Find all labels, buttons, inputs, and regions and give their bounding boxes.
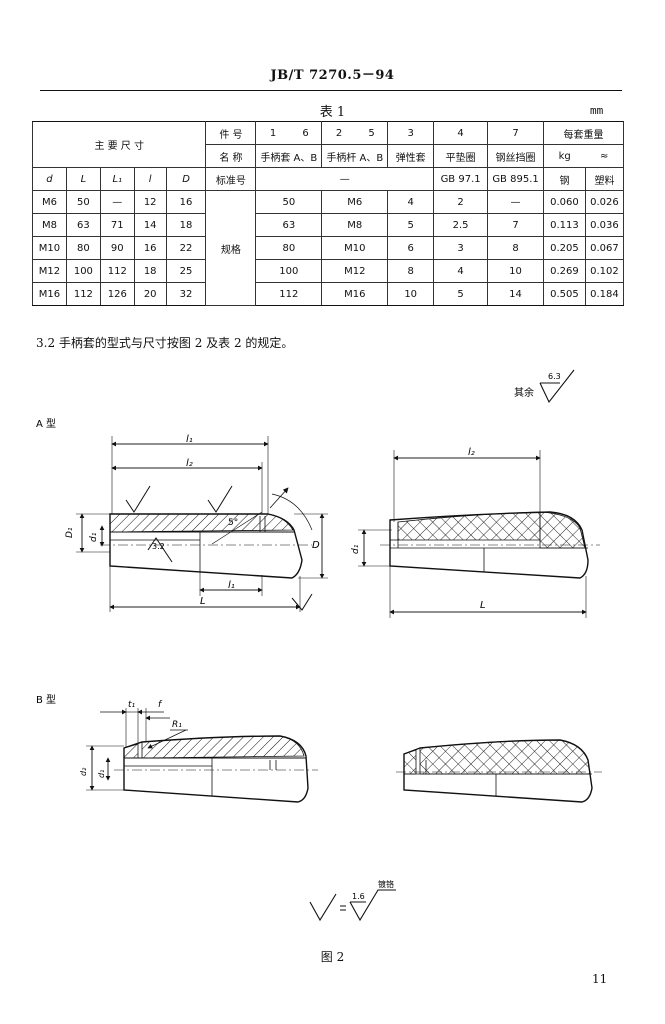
page-number: 11 xyxy=(592,972,608,986)
cell-p1: 80 xyxy=(255,236,323,260)
dim-f-label: f xyxy=(158,700,163,710)
cell-plastic: 0.036 xyxy=(584,213,625,237)
col-steel: 钢 xyxy=(543,167,586,191)
roughness-3-2-label: 3.2 xyxy=(152,542,165,551)
cell-d: M8 xyxy=(32,213,67,237)
chamfer-angle-label: 5° xyxy=(228,518,238,528)
part-no-4: 4 xyxy=(433,121,489,145)
cell-l: 12 xyxy=(133,190,167,214)
cell-p4: 4 xyxy=(433,259,489,283)
cell-l: 16 xyxy=(133,236,167,260)
cell-D: 32 xyxy=(165,282,207,306)
cell-d: M6 xyxy=(32,190,67,214)
header-rule xyxy=(40,90,622,91)
dim-l2-label: l₂ xyxy=(186,458,193,469)
cell-p7: 8 xyxy=(487,236,544,260)
cell-d: M16 xyxy=(32,282,67,306)
part-no-2: 2 xyxy=(321,121,356,145)
cell-plastic: 0.184 xyxy=(584,282,625,306)
type-a-label: A 型 xyxy=(36,417,56,430)
dim-l2-ext-label: l₂ xyxy=(468,447,475,458)
dim-l1-label: l₁ xyxy=(186,434,193,445)
part-no-7: 7 xyxy=(487,121,544,145)
type-a-section xyxy=(76,436,328,612)
cell-L1: 112 xyxy=(99,259,135,283)
dim-d1-label: d₁ xyxy=(89,532,99,542)
cell-plastic: 0.102 xyxy=(584,259,625,283)
name-handle-rod: 手柄杆 A、B xyxy=(321,144,389,168)
cell-p4: 5 xyxy=(433,282,489,306)
dim-d2-label: d₂ xyxy=(79,767,88,776)
dim-L-label: L xyxy=(200,596,206,607)
part-no-3: 3 xyxy=(387,121,435,145)
cell-L1: 126 xyxy=(99,282,135,306)
cell-L: 50 xyxy=(65,190,101,214)
type-a-exterior xyxy=(358,450,600,618)
table-row: M8 63 71 14 18 63 M8 5 2.5 7 0.113 0.036 xyxy=(32,213,625,237)
cell-p4: 2 xyxy=(433,190,489,214)
roughness-rest-value: 6.3 xyxy=(548,372,561,381)
cell-L1: 90 xyxy=(99,236,135,260)
table-unit: mm xyxy=(590,104,604,117)
std-gb97: GB 97.1 xyxy=(433,167,489,191)
legend-label: 镀铬 xyxy=(378,879,394,889)
type-b-label: B 型 xyxy=(36,693,56,706)
dim-R1-label: R₁ xyxy=(172,720,182,730)
dim-D1-label: D₁ xyxy=(65,527,75,538)
name-wire-ring: 钢丝挡圈 xyxy=(487,144,544,168)
col-D: D xyxy=(165,167,207,191)
cell-p7: 14 xyxy=(487,282,544,306)
std-gb895: GB 895.1 xyxy=(487,167,544,191)
std-label: 标准号 xyxy=(205,167,257,191)
cell-p3: 4 xyxy=(387,190,435,214)
table-row-part-no: 主 要 尺 寸 件 号 1 6 2 5 3 4 7 每套重量 xyxy=(31,121,624,168)
dim-d1-ext-label: d₁ xyxy=(351,544,361,554)
table-row: M16 112 126 20 32 112 M16 10 5 14 0.505 … xyxy=(32,282,625,306)
cell-D: 18 xyxy=(165,213,207,237)
roughness-rest-symbol: 其余 6.3 xyxy=(514,369,575,404)
roughness-rest-label: 其余 xyxy=(514,386,534,399)
roughness-legend xyxy=(309,889,396,922)
cell-l: 18 xyxy=(133,259,167,283)
table-row: M10 80 90 16 22 80 M10 6 3 8 0.205 0.067 xyxy=(32,236,625,260)
part-no-5: 5 xyxy=(355,121,389,145)
spec-label: 规格 xyxy=(205,190,257,306)
cell-L: 100 xyxy=(65,259,101,283)
part-no-label: 件 号 xyxy=(205,121,257,145)
type-b-section xyxy=(86,708,318,803)
dim-L-ext-label: L xyxy=(480,600,486,611)
cell-D: 25 xyxy=(165,259,207,283)
legend-value: 1.6 xyxy=(352,892,365,901)
cell-p1: 50 xyxy=(255,190,323,214)
table-row-std: d L L₁ l D 标准号 — GB 97.1 GB 895.1 钢 塑料 xyxy=(32,167,625,191)
cell-steel: 0.505 xyxy=(543,282,586,306)
cell-p3: 10 xyxy=(387,282,435,306)
table-row: M6 50 — 12 16 规格 50 M6 4 2 — 0.060 0.026 xyxy=(32,190,625,306)
name-label: 名 称 xyxy=(205,144,257,168)
spec-table: 主 要 尺 寸 件 号 1 6 2 5 3 4 7 每套重量 名 称 手柄套 A… xyxy=(31,121,625,306)
part-no-1: 1 xyxy=(255,121,290,145)
standard-number: JB/T 7270.5－94 xyxy=(270,68,395,83)
table-title: 表 1 xyxy=(319,105,346,120)
type-b-exterior xyxy=(396,739,602,803)
dim-d1-b-label: d₁ xyxy=(97,770,106,778)
cell-l: 20 xyxy=(133,282,167,306)
cell-p1: 112 xyxy=(255,282,323,306)
section-note: 3.2 手柄套的型式与尺寸按图 2 及表 2 的规定。 xyxy=(36,336,294,350)
cell-D: 22 xyxy=(165,236,207,260)
cell-p2: M12 xyxy=(321,259,389,283)
figure-caption: 图 2 xyxy=(320,950,345,964)
part-no-6: 6 xyxy=(289,121,323,145)
cell-L: 112 xyxy=(65,282,101,306)
dim-l-inner-label: l₁ xyxy=(228,580,235,591)
dim-D-label: D xyxy=(312,540,320,551)
cell-p2: M16 xyxy=(321,282,389,306)
dim-t1-label: t₁ xyxy=(128,700,136,710)
